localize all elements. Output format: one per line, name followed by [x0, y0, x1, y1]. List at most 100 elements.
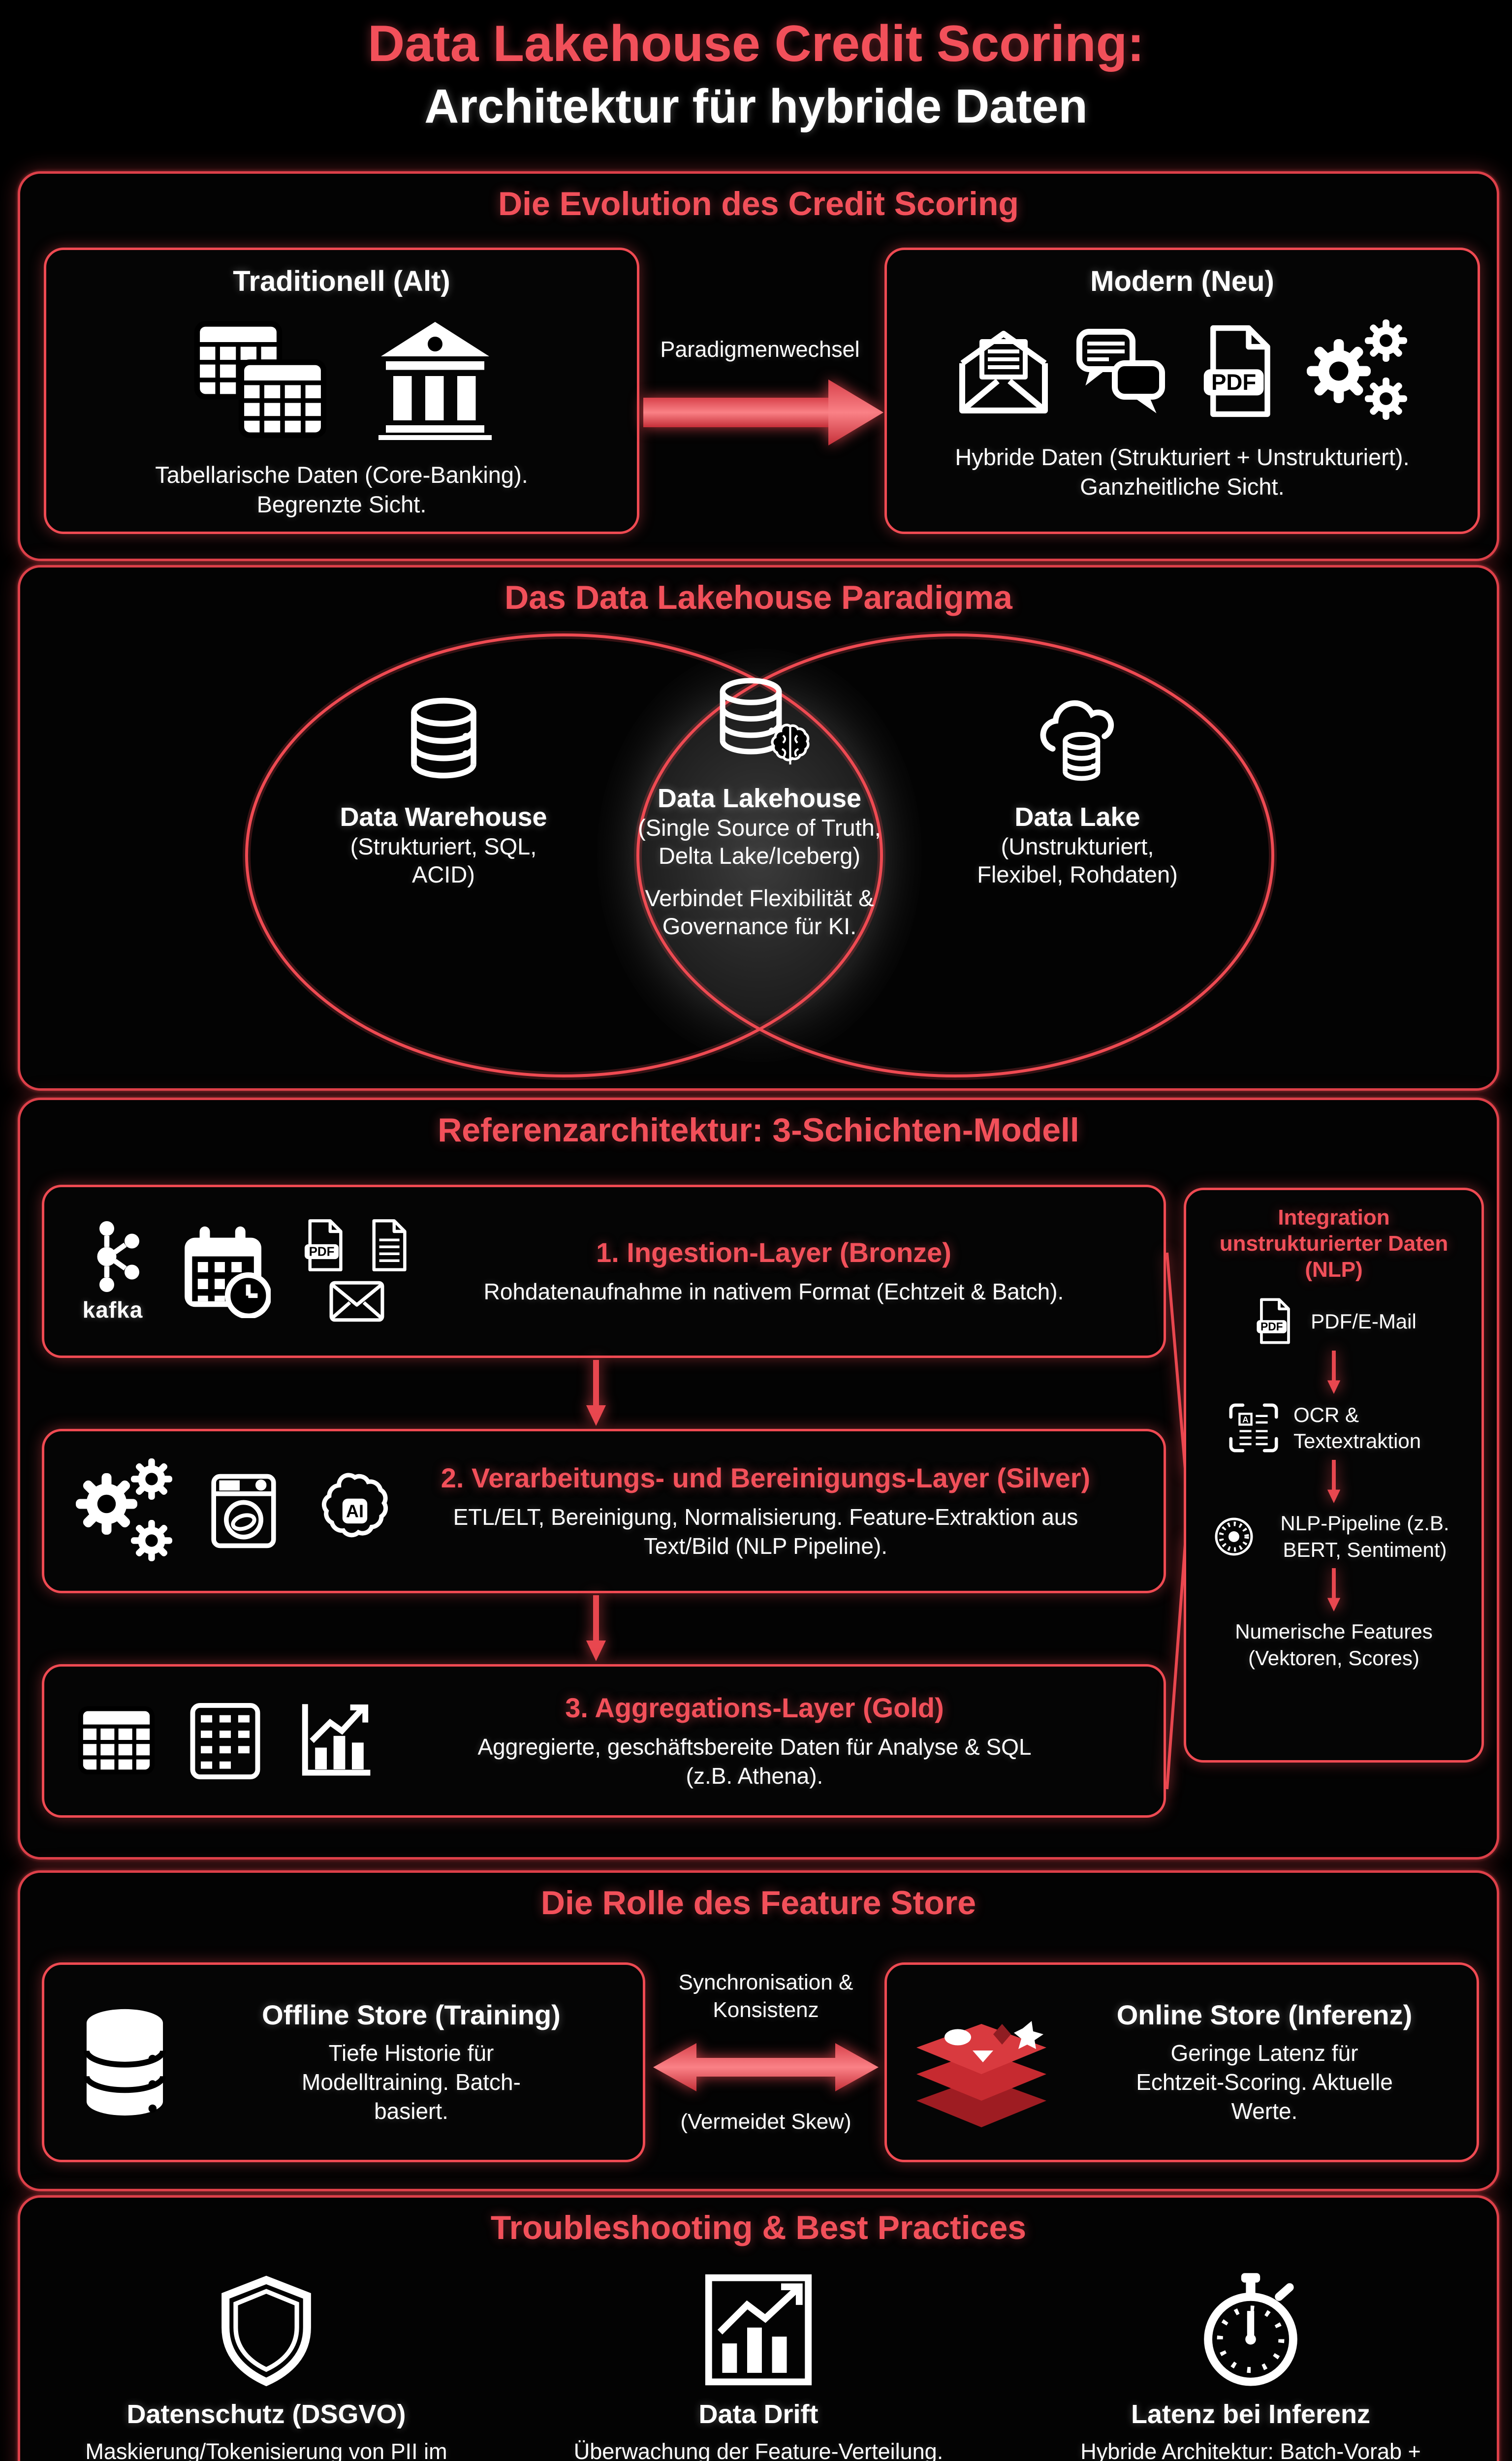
evolution-header: Die Evolution des Credit Scoring: [498, 185, 1019, 222]
database-stack-icon: [67, 1991, 183, 2134]
silver-title: 2. Verarbeitungs- und Bereinigungs-Layer…: [441, 1462, 1091, 1493]
envelope-icon: [329, 1281, 384, 1322]
pdf-small-icon: [1251, 1296, 1298, 1346]
card-modern: Modern (Neu) Hybride Daten (Strukturiert…: [884, 248, 1480, 534]
ts-datenschutz-title: Datenschutz (DSGVO): [126, 2399, 406, 2429]
ts-datadrift-desc: Überwachung der Feature-Verteilung. Ausl…: [573, 2439, 944, 2461]
traditional-title: Traditionell (Alt): [233, 265, 450, 297]
redis-icon: [908, 1988, 1055, 2136]
modern-desc: Hybride Daten (Strukturiert + Unstruktur…: [955, 444, 1410, 500]
nlp-step-pdf: PDF/E-Mail: [1251, 1296, 1417, 1346]
nlp-step-pdf-label: PDF/E-Mail: [1311, 1309, 1417, 1333]
bank-icon: [374, 317, 497, 440]
architektur-header: Referenzarchitektur: 3-Schichten-Modell: [438, 1111, 1079, 1149]
nlp-header: Integration unstrukturierter Daten (NLP): [1219, 1205, 1449, 1282]
arrow-bronze-silver: [581, 1360, 611, 1429]
nlp-step-ocr-label: OCR & Textextraktion: [1293, 1403, 1421, 1453]
shield-icon: [210, 2270, 323, 2390]
nlp-arrow-2: [1323, 1460, 1344, 1505]
nlp-panel: Integration unstrukturierter Daten (NLP)…: [1184, 1188, 1484, 1763]
chart-up-icon: [293, 1699, 377, 1783]
kafka-icon: kafka: [76, 1220, 150, 1323]
ts-datadrift: Data Drift Überwachung der Feature-Verte…: [512, 2270, 1005, 2461]
layer-gold: 3. Aggregations-Layer (Gold) Aggregierte…: [42, 1664, 1166, 1818]
document-icon: [362, 1218, 415, 1273]
cloud-database-icon: [1027, 693, 1128, 789]
pdf-icon: [1193, 322, 1286, 420]
mail-letter-icon: [954, 322, 1053, 420]
nlp-connector: [1166, 1252, 1187, 1790]
nlp-step-ocr: OCR & Textextraktion: [1227, 1401, 1441, 1455]
lakehouse-note: Verbindet Flexibilität & Governance für …: [645, 884, 874, 939]
page-subtitle: Architektur für hybride Daten: [424, 79, 1088, 133]
table-icon: [76, 1701, 157, 1782]
modern-icons: [954, 319, 1410, 423]
ts-latenz: Latenz bei Inferenz Hybride Architektur:…: [1005, 2270, 1497, 2461]
bronze-title: 1. Ingestion-Layer (Bronze): [596, 1237, 951, 1268]
tables-icon: [187, 315, 334, 442]
nlp-step-pipeline-label: NLP-Pipeline (z.B. BERT, Sentiment): [1280, 1512, 1449, 1562]
offline-desc: Tiefe Historie für Modelltraining. Batch…: [302, 2040, 521, 2124]
section-architektur: Referenzarchitektur: 3-Schichten-Modell …: [18, 1098, 1499, 1860]
online-desc: Geringe Latenz für Echtzeit-Scoring. Akt…: [1136, 2040, 1393, 2124]
section-feature-store: Die Rolle des Feature Store Offline Stor…: [18, 1870, 1499, 2191]
page-title: Data Lakehouse Credit Scoring:: [368, 15, 1144, 72]
venn-lake: Data Lake (Unstrukturiert, Flexibel, Roh…: [925, 693, 1230, 889]
section-evolution: Die Evolution des Credit Scoring Traditi…: [18, 171, 1499, 561]
ts-datenschutz: Datenschutz (DSGVO) Maskierung/Tokenisie…: [20, 2270, 512, 2461]
sync-label: Synchronisation & Konsistenz: [678, 1970, 853, 2022]
venn-diagram: [243, 631, 1277, 1080]
database-icon: [396, 693, 492, 789]
bronze-icons: kafka: [76, 1218, 415, 1325]
bronze-desc: Rohdatenaufnahme in nativem Format (Echt…: [483, 1279, 1064, 1305]
ocr-icon: [1227, 1401, 1281, 1455]
sync-note: (Vermeidet Skew): [680, 2110, 851, 2134]
gold-title: 3. Aggregations-Layer (Gold): [565, 1692, 944, 1723]
nlp-arrow-1: [1323, 1351, 1344, 1396]
section-paradigma: Das Data Lakehouse Paradigma Data Wareho…: [18, 565, 1499, 1091]
calendar-clock-icon: [177, 1225, 271, 1318]
ts-latenz-title: Latenz bei Inferenz: [1131, 2399, 1371, 2429]
venn-lakehouse: Data Lakehouse (Single Source of Truth, …: [607, 673, 912, 940]
gears-icon: [1307, 319, 1410, 423]
modern-title: Modern (Neu): [1090, 265, 1274, 297]
lake-desc: (Unstrukturiert, Flexibel, Rohdaten): [977, 833, 1178, 888]
chat-icon: [1073, 322, 1172, 420]
ts-datenschutz-desc: Maskierung/Tokenisierung von PII im Bron…: [85, 2439, 447, 2461]
arrow-silver-gold: [581, 1595, 611, 1664]
gold-desc: Aggregierte, geschäftsbereite Daten für …: [477, 1734, 1032, 1789]
lake-title: Data Lake: [1014, 802, 1140, 832]
processing-gears-icon: [76, 1458, 177, 1564]
silver-desc: ETL/ELT, Bereinigung, Normalisierung. Fe…: [453, 1504, 1078, 1559]
server-grid-icon: [185, 1701, 266, 1782]
online-title: Online Store (Inferenz): [1116, 1999, 1413, 2031]
gold-icons: [76, 1699, 377, 1783]
troubleshooting-header: Troubleshooting & Best Practices: [490, 2209, 1027, 2246]
washing-machine-icon: [204, 1469, 283, 1553]
ts-latenz-desc: Hybride Architektur: Batch-Vorab + optim…: [1080, 2439, 1421, 2461]
layer-bronze: kafka 1. Ingestion-Layer (B: [42, 1185, 1166, 1358]
database-brain-icon: [695, 673, 823, 779]
ai-brain-icon: [311, 1467, 399, 1555]
traditional-desc: Tabellarische Daten (Core-Banking). Begr…: [155, 462, 528, 518]
stopwatch-icon: [1192, 2270, 1310, 2390]
paradigm-label: Paradigmenwechsel: [660, 337, 860, 362]
section-troubleshooting: Troubleshooting & Best Practices Datensc…: [18, 2195, 1499, 2461]
lakehouse-title: Data Lakehouse: [657, 784, 862, 813]
layer-silver: 2. Verarbeitungs- und Bereinigungs-Layer…: [42, 1429, 1166, 1593]
ts-datadrift-title: Data Drift: [698, 2399, 819, 2429]
warehouse-title: Data Warehouse: [340, 802, 547, 832]
traditional-icons: [187, 315, 497, 442]
card-offline-store: Offline Store (Training) Tiefe Historie …: [42, 1962, 645, 2162]
data-drift-chart-icon: [702, 2270, 815, 2390]
nlp-pipeline-icon: [1209, 1512, 1259, 1561]
card-traditional: Traditionell (Alt) Tabellarische Daten (…: [44, 248, 639, 534]
offline-title: Offline Store (Training): [262, 1999, 561, 2031]
kafka-label: kafka: [82, 1297, 143, 1323]
paradigm-arrow: [643, 379, 883, 445]
paradigma-header: Das Data Lakehouse Paradigma: [504, 579, 1012, 616]
card-online-store: Online Store (Inferenz) Geringe Latenz f…: [884, 1962, 1479, 2162]
nlp-arrow-3: [1323, 1568, 1344, 1613]
pdf-file-icon: [298, 1218, 351, 1273]
